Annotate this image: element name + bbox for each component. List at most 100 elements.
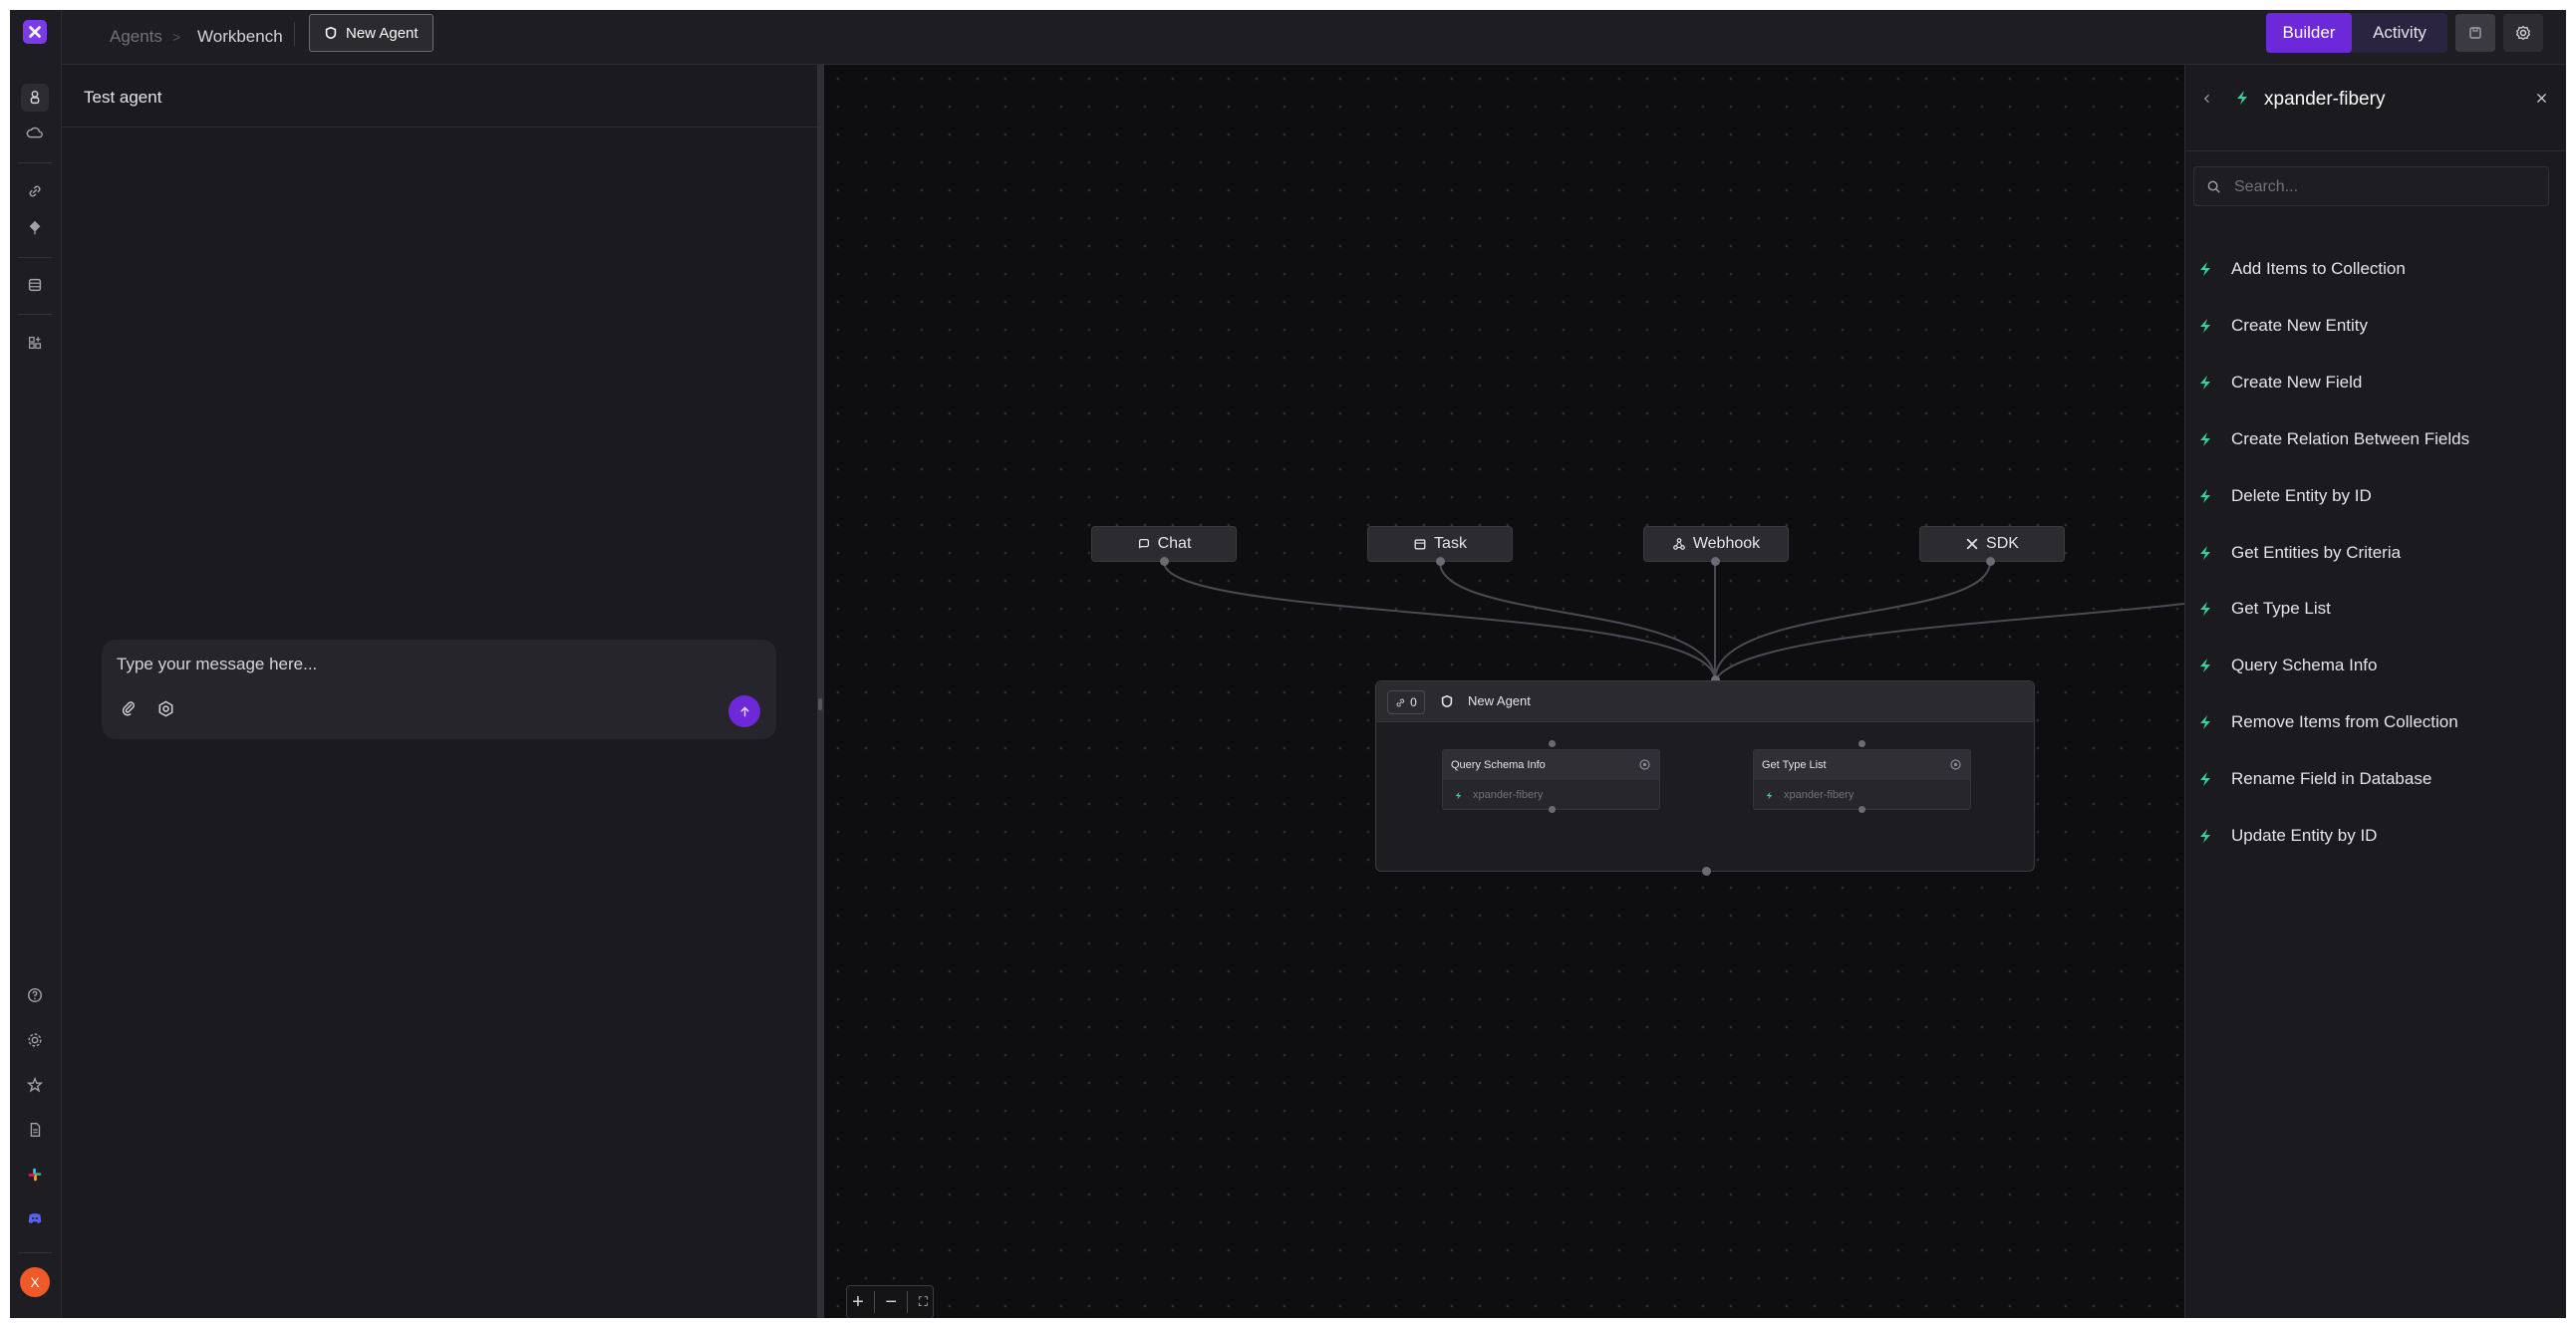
webhook-icon bbox=[1672, 538, 1685, 550]
avatar[interactable]: X bbox=[20, 1267, 50, 1297]
tool-node-get-type-list[interactable]: Get Type List xpander-fibery bbox=[1753, 749, 1971, 810]
message-input[interactable]: Type your message here... bbox=[117, 655, 754, 678]
tool-list-item-label: Rename Field in Database bbox=[2231, 769, 2433, 789]
breadcrumb-workbench[interactable]: Workbench bbox=[197, 27, 283, 46]
sdk-icon bbox=[1966, 538, 1978, 550]
workflow-canvas[interactable]: Chat Task Webhook SDK 0 New Age bbox=[824, 65, 2184, 1318]
tool-list-item[interactable]: Update Entity by ID bbox=[2197, 816, 2377, 856]
chat-icon bbox=[1138, 538, 1149, 549]
zoom-divider bbox=[874, 1291, 876, 1313]
builder-button[interactable]: Builder bbox=[2266, 13, 2352, 53]
breadcrumb-agents[interactable]: Agents bbox=[110, 27, 162, 46]
composer-settings-icon[interactable] bbox=[152, 695, 178, 721]
tool-node-source: xpander-fibery bbox=[1473, 789, 1544, 801]
tool-list-item[interactable]: Create Relation Between Fields bbox=[2197, 419, 2469, 459]
tool-list-item[interactable]: Create New Field bbox=[2197, 363, 2362, 402]
tool-search-input[interactable]: Search... bbox=[2193, 166, 2549, 206]
pin-icon[interactable] bbox=[21, 214, 49, 242]
tool-list-item-label: Create Relation Between Fields bbox=[2231, 428, 2470, 448]
help-icon[interactable] bbox=[21, 981, 49, 1009]
tool-list-item[interactable]: Query Schema Info bbox=[2197, 646, 2377, 685]
activity-button[interactable]: Activity bbox=[2352, 13, 2447, 53]
tab-new-agent-label: New Agent bbox=[346, 24, 419, 42]
tool-list-item-label: Get Type List bbox=[2231, 599, 2331, 619]
trigger-sdk-port[interactable] bbox=[1986, 557, 1995, 566]
send-button[interactable] bbox=[728, 695, 760, 727]
bolt-icon bbox=[2200, 375, 2210, 390]
bolt-icon bbox=[1766, 791, 1773, 800]
fit-view-button[interactable]: ⛶ bbox=[918, 1294, 928, 1309]
link-icon[interactable] bbox=[21, 177, 49, 205]
tool-list-item[interactable]: Delete Entity by ID bbox=[2197, 476, 2372, 516]
view-toggle: Builder Activity bbox=[2266, 13, 2447, 53]
tool-settings-icon[interactable] bbox=[1638, 758, 1651, 771]
builder-label: Builder bbox=[2282, 23, 2336, 42]
trigger-task-port[interactable] bbox=[1436, 557, 1445, 566]
tool-output-port[interactable] bbox=[1549, 806, 1556, 813]
tool-list-item[interactable]: Remove Items from Collection bbox=[2197, 702, 2458, 742]
app-window: X Agents > Workbench New Agent Builder A… bbox=[10, 10, 2566, 1318]
trigger-task[interactable]: Task bbox=[1367, 526, 1513, 562]
tool-output-port[interactable] bbox=[1859, 806, 1865, 813]
agents-icon[interactable] bbox=[21, 84, 49, 112]
tool-list-item-label: Query Schema Info bbox=[2231, 656, 2378, 675]
agent-settings-icon[interactable] bbox=[2503, 14, 2543, 52]
bolt-icon bbox=[2200, 545, 2210, 560]
trigger-chat-label: Chat bbox=[1157, 535, 1192, 552]
agent-node-header: 0 New Agent bbox=[1376, 681, 2034, 722]
panel-resize-handle[interactable] bbox=[817, 65, 824, 1318]
zoom-controls: + − ⛶ bbox=[846, 1285, 934, 1318]
agent-node[interactable]: 0 New Agent Query Schema Info xpander-fi… bbox=[1375, 680, 2035, 876]
back-icon[interactable] bbox=[2197, 89, 2217, 109]
star-icon[interactable] bbox=[21, 1071, 49, 1099]
test-agent-panel: Test agent Type your message here... bbox=[62, 65, 817, 1318]
bolt-icon bbox=[2200, 318, 2210, 333]
integration-bolt-icon bbox=[2237, 91, 2247, 105]
docs-icon[interactable] bbox=[21, 1116, 49, 1144]
trigger-chat-port[interactable] bbox=[1160, 557, 1169, 566]
trigger-task-label: Task bbox=[1434, 535, 1467, 552]
close-icon[interactable] bbox=[2530, 87, 2552, 109]
agent-input-port[interactable] bbox=[1711, 675, 1720, 684]
search-icon bbox=[2207, 180, 2220, 193]
rail-divider bbox=[18, 257, 52, 258]
agent-output-port[interactable] bbox=[1702, 867, 1711, 876]
attach-icon[interactable] bbox=[116, 695, 142, 721]
tool-list-item-label: Update Entity by ID bbox=[2231, 826, 2378, 845]
tool-node-header: Query Schema Info bbox=[1443, 750, 1659, 780]
apps-icon[interactable] bbox=[21, 329, 49, 357]
cloud-icon[interactable] bbox=[21, 120, 49, 147]
link-count-badge[interactable]: 0 bbox=[1387, 690, 1425, 714]
zoom-out-button[interactable]: − bbox=[885, 1290, 898, 1313]
logo-icon[interactable] bbox=[23, 20, 47, 44]
bolt-icon bbox=[2200, 602, 2210, 617]
save-icon[interactable] bbox=[2455, 14, 2495, 52]
zoom-divider bbox=[907, 1291, 909, 1313]
tool-node-header: Get Type List bbox=[1754, 750, 1970, 780]
discord-icon[interactable] bbox=[21, 1204, 49, 1232]
tool-input-port[interactable] bbox=[1549, 740, 1556, 747]
tool-node-query-schema-info[interactable]: Query Schema Info xpander-fibery bbox=[1442, 749, 1660, 810]
tool-list-item[interactable]: Get Type List bbox=[2197, 589, 2331, 629]
database-icon[interactable] bbox=[21, 271, 49, 299]
integration-panel-divider bbox=[2185, 150, 2566, 151]
tool-settings-icon[interactable] bbox=[1949, 758, 1962, 771]
bolt-icon bbox=[2200, 829, 2210, 843]
tool-list-item[interactable]: Add Items to Collection bbox=[2197, 249, 2406, 289]
connection-lines bbox=[1163, 561, 2184, 681]
slack-icon[interactable] bbox=[21, 1161, 49, 1189]
tool-list-item[interactable]: Rename Field in Database bbox=[2197, 759, 2432, 799]
integration-panel: xpander-fibery Search... Add Items to Co… bbox=[2184, 65, 2566, 1318]
tool-list-item[interactable]: Get Entities by Criteria bbox=[2197, 533, 2401, 573]
tool-list-item-label: Create New Field bbox=[2231, 372, 2363, 392]
tool-list-item-label: Delete Entity by ID bbox=[2231, 485, 2372, 505]
trigger-chat[interactable]: Chat bbox=[1091, 526, 1237, 562]
tab-new-agent[interactable]: New Agent bbox=[309, 14, 433, 52]
tool-input-port[interactable] bbox=[1859, 740, 1865, 747]
trigger-sdk[interactable]: SDK bbox=[1919, 526, 2065, 562]
tool-list-item[interactable]: Create New Entity bbox=[2197, 306, 2368, 346]
trigger-webhook-port[interactable] bbox=[1711, 557, 1720, 566]
settings-icon[interactable] bbox=[21, 1026, 49, 1054]
zoom-in-button[interactable]: + bbox=[852, 1290, 864, 1313]
tool-node-title: Query Schema Info bbox=[1451, 759, 1546, 771]
